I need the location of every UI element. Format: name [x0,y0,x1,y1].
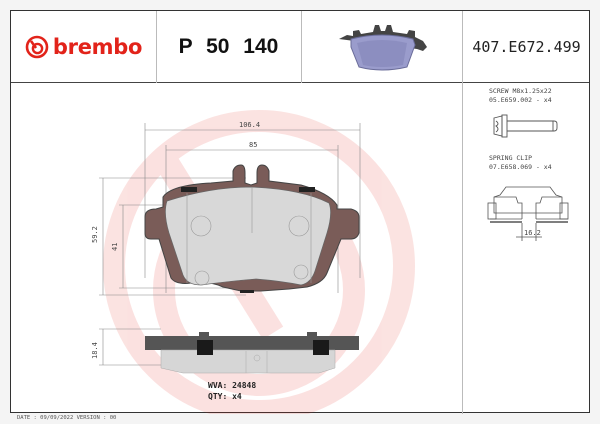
part-number: P 50 140 [178,35,279,58]
spring-clip-ref: 07.E658.069 - x4 [489,163,552,171]
accessories-panel: SCREW M8x1.25x22 05.E659.002 - x4 SPRING… [462,83,591,414]
dim-inner-width: 85 [249,141,257,149]
footer-date-version: DATE : 09/09/2022 VERSION : 00 [17,415,117,421]
clip-dim-label: 16.2 [524,229,541,237]
quantity: QTY: x4 [208,392,242,401]
screw-icon [493,114,558,138]
brembo-logo-icon [25,35,49,59]
header-bar: brembo P 50 140 407.E672.499 [11,11,589,414]
spring-clip-icon: 16.2 [487,186,569,241]
spring-clip-name: SPRING CLIP [489,154,533,162]
dim-overall-width: 106.4 [239,121,260,129]
brake-pad-3d-icon [338,25,427,71]
catalog-code: 407.E672.499 [472,38,581,56]
screw-name: SCREW M8x1.25x22 [489,87,552,95]
dim-thickness: 18.4 [91,342,99,359]
brand-logo: brembo [11,11,156,83]
wva-info: WVA: 24848 QTY: x4 [208,380,256,402]
drawing-sheet: brembo P 50 140 407.E672.499 SCREW M8x1.… [10,10,591,414]
wva-number: WVA: 24848 [208,381,257,390]
dim-pad-height: 41 [111,243,119,251]
brand-name: brembo [52,35,143,59]
screw-ref: 05.E659.002 - x4 [489,96,552,104]
brake-pad-drawing: 106.4 85 59.2 41 18.4 [91,121,361,374]
dim-overall-height: 59.2 [91,226,99,243]
product-thumbnail [301,11,462,83]
